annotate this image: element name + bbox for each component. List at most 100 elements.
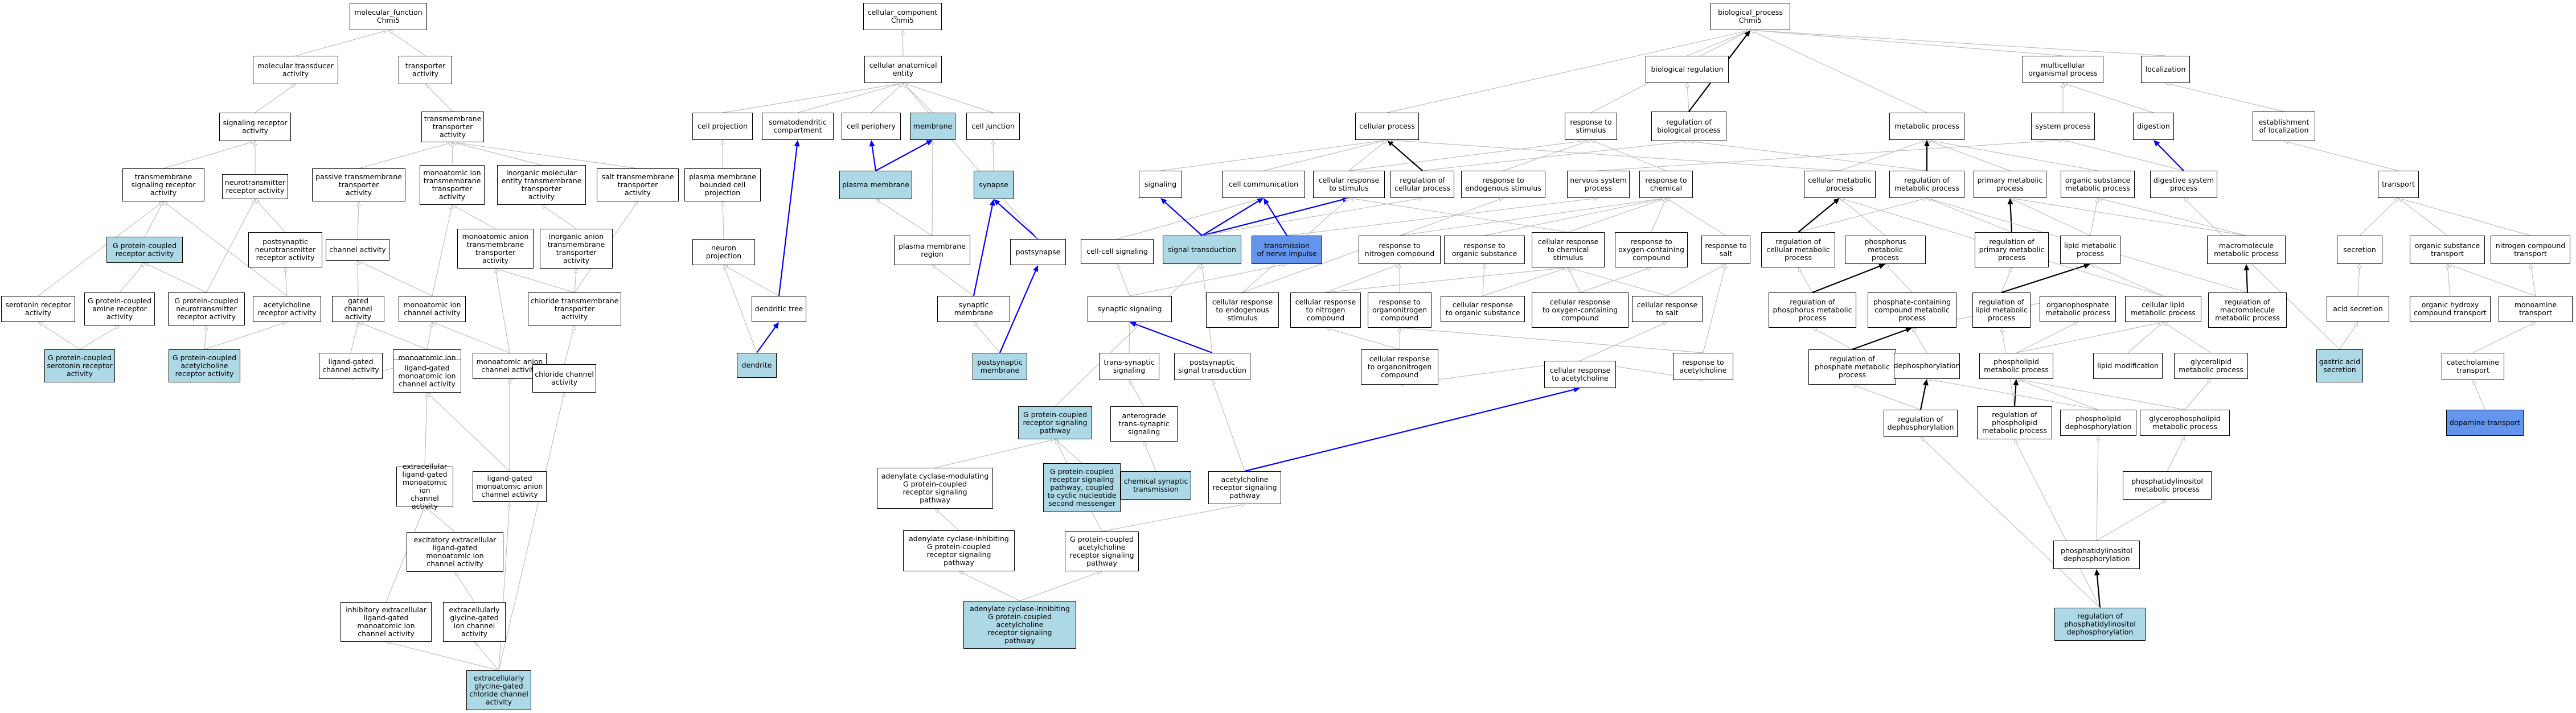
node-acid-secretion[interactable]: acid secretion <box>2327 296 2389 322</box>
node-dephosphorylation[interactable]: dephosphorylation <box>1894 353 1960 379</box>
node-regulation-of-lipid-metabolic-process[interactable]: regulation of lipid metabolic process <box>1972 292 2031 328</box>
node-regulation-of-phospholipid-metabolic-process[interactable]: regulation of phospholipid metabolic pro… <box>1977 406 2052 439</box>
node-response-to-endogenous-stimulus[interactable]: response to endogenous stimulus <box>1461 171 1545 198</box>
node-phospholipid-metabolic-process[interactable]: phospholipid metabolic process <box>1979 353 2053 379</box>
node-g-protein-coupled-amine-receptor-activity[interactable]: G protein-coupled amine receptor activit… <box>84 292 155 325</box>
node-monoamine-transport[interactable]: monoamine transport <box>2499 296 2573 322</box>
node-neuron-projection[interactable]: neuron projection <box>692 239 755 265</box>
node-response-to-organic-substance[interactable]: response to organic substance <box>1444 236 1525 264</box>
node-excitatory-extracellular-ligand-gated-channel-activity[interactable]: excitatory extracellular ligand-gated mo… <box>407 532 503 572</box>
node-catecholamine-transport[interactable]: catecholamine transport <box>2442 353 2504 380</box>
node-metabolic-process[interactable]: metabolic process <box>1889 113 1964 140</box>
node-extracellular-ligand-gated-monoatomic-ion-channel-activity[interactable]: extracellular ligand-gated monoatomic io… <box>396 463 453 510</box>
node-phosphatidylinositol-metabolic-process[interactable]: phosphatidylinositol metabolic process <box>2123 471 2212 500</box>
node-cell-projection[interactable]: cell projection <box>692 113 753 140</box>
node-g-protein-coupled-neurotransmitter-receptor-activity[interactable]: G protein-coupled neurotransmitter recep… <box>168 292 245 325</box>
node-ligand-gated-monoatomic-ion-channel-activity[interactable]: ligand-gated monoatomic ion channel acti… <box>393 360 461 393</box>
node-synapse[interactable]: synapse <box>974 171 1014 199</box>
node-response-to-acetylcholine[interactable]: response to acetylcholine <box>1673 353 1733 380</box>
node-transmission-of-nerve-impulse[interactable]: transmission of nerve impulse <box>1252 236 1322 264</box>
node-cell-junction[interactable]: cell junction <box>966 113 1020 140</box>
node-localization[interactable]: localization <box>2141 56 2190 83</box>
node-adenylate-cyclase-inhibiting-gpcr-acetylcholine-signaling-pathway[interactable]: adenylate cyclase-inhibiting G protein-c… <box>963 601 1076 649</box>
node-cellular-component[interactable]: cellular_component Chmi5 <box>863 3 942 30</box>
node-regulation-of-phosphate-metabolic-process[interactable]: regulation of phosphate metabolic proces… <box>1808 349 1896 385</box>
node-g-protein-coupled-receptor-activity[interactable]: G protein-coupled receptor activity <box>106 237 183 263</box>
node-cellular-response-to-stimulus[interactable]: cellular response to stimulus <box>1313 171 1385 198</box>
node-cellular-response-to-chemical-stimulus[interactable]: cellular response to chemical stimulus <box>1532 232 1605 267</box>
node-glycerolipid-metabolic-process[interactable]: glycerolipid metabolic process <box>2174 353 2248 379</box>
node-dendrite[interactable]: dendrite <box>737 353 777 378</box>
node-multicellular-organismal-process[interactable]: multicellular organismal process <box>2023 56 2103 83</box>
node-lipid-metabolic-process[interactable]: lipid metabolic process <box>2060 236 2120 264</box>
node-adenylate-cyclase-modulating-gpcr-signaling-pathway[interactable]: adenylate cyclase-modulating G protein-c… <box>877 468 993 509</box>
node-extracellularly-glycine-gated-chloride-channel-activity[interactable]: extracellularly glycine-gated chloride c… <box>466 670 531 710</box>
node-macromolecule-metabolic-process[interactable]: macromolecule metabolic process <box>2207 236 2286 264</box>
node-gastric-acid-secretion[interactable]: gastric acid secretion <box>2316 349 2363 382</box>
node-digestion[interactable]: digestion <box>2133 113 2174 140</box>
node-nitrogen-compound-transport[interactable]: nitrogen compound transport <box>2491 236 2570 264</box>
node-regulation-of-phosphatidylinositol-dephosphorylation[interactable]: regulation of phosphatidylinositol depho… <box>2054 608 2146 641</box>
node-lipid-modification[interactable]: lipid modification <box>2093 353 2163 379</box>
node-response-to-nitrogen-compound[interactable]: response to nitrogen compound <box>1359 236 1441 264</box>
node-synaptic-signaling[interactable]: synaptic signaling <box>1088 296 1172 322</box>
node-signal-transduction[interactable]: signal transduction <box>1163 236 1241 264</box>
node-passive-transmembrane-transporter-activity[interactable]: passive transmembrane transporter activi… <box>312 168 405 201</box>
node-regulation-of-dephosphorylation[interactable]: regulation of dephosphorylation <box>1884 410 1958 437</box>
node-inhibitory-extracellular-ligand-gated-channel-activity[interactable]: inhibitory extracellular ligand-gated mo… <box>341 602 432 642</box>
node-regulation-of-cellular-metabolic-process[interactable]: regulation of cellular metabolic process <box>1761 232 1835 267</box>
node-monoatomic-ion-channel-activity[interactable]: monoatomic ion channel activity <box>399 296 466 322</box>
node-synaptic-membrane[interactable]: synaptic membrane <box>937 296 1010 322</box>
node-chloride-transmembrane-transporter-activity[interactable]: chloride transmembrane transporter activ… <box>528 292 621 325</box>
node-plasma-membrane[interactable]: plasma membrane <box>839 171 912 199</box>
node-organophosphate-metabolic-process[interactable]: organophosphate metabolic process <box>2040 296 2116 322</box>
node-trans-synaptic-signaling[interactable]: trans-synaptic signaling <box>1099 353 1159 380</box>
node-glycerophospholipid-metabolic-process[interactable]: glycerophospholipid metabolic process <box>2140 410 2230 436</box>
node-cell-periphery[interactable]: cell periphery <box>842 113 901 140</box>
node-secretion[interactable]: secretion <box>2337 236 2382 264</box>
node-molecular-transducer-activity[interactable]: molecular transducer activity <box>253 56 338 84</box>
node-response-to-organonitrogen-compound[interactable]: response to organonitrogen compound <box>1368 292 1431 328</box>
node-ligand-gated-monoatomic-anion-channel-activity[interactable]: ligand-gated monoatomic anion channel ac… <box>473 471 547 502</box>
node-cell-communication[interactable]: cell communication <box>1222 171 1305 198</box>
node-g-protein-coupled-receptor-signaling-pathway[interactable]: G protein-coupled receptor signaling pat… <box>1018 406 1092 439</box>
node-dendritic-tree[interactable]: dendritic tree <box>752 296 806 322</box>
node-g-protein-coupled-acetylcholine-receptor-signaling-pathway[interactable]: G protein-coupled acetylcholine receptor… <box>1065 531 1139 571</box>
node-monoatomic-ion-transmembrane-transporter-activity[interactable]: monoatomic ion transmembrane transporter… <box>420 165 485 205</box>
node-regulation-of-phosphorus-metabolic-process[interactable]: regulation of phosphorus metabolic proce… <box>1769 292 1856 328</box>
node-signaling-receptor-activity[interactable]: signaling receptor activity <box>219 113 291 141</box>
node-inorganic-anion-transmembrane-transporter-activity[interactable]: inorganic anion transmembrane transporte… <box>540 229 613 269</box>
node-phospholipid-dephosphorylation[interactable]: phospholipid dephosphorylation <box>2060 410 2136 436</box>
node-somatodendritic-compartment[interactable]: somatodendritic compartment <box>762 113 834 140</box>
node-adenylate-cyclase-inhibiting-gpcr-signaling-pathway[interactable]: adenylate cyclase-inhibiting G protein-c… <box>903 530 1015 571</box>
node-biological-process[interactable]: biological_process Chmi5 <box>1711 3 1790 30</box>
node-acetylcholine-receptor-activity[interactable]: acetylcholine receptor activity <box>253 296 321 322</box>
node-cellular-response-to-acetylcholine[interactable]: cellular response to acetylcholine <box>1544 361 1616 388</box>
node-signaling[interactable]: signaling <box>1139 171 1182 198</box>
node-postsynaptic-signal-transduction[interactable]: postsynaptic signal transduction <box>1174 353 1250 380</box>
node-neurotransmitter-receptor-activity[interactable]: neurotransmitter receptor activity <box>222 174 288 199</box>
node-ligand-gated-channel-activity[interactable]: ligand-gated channel activity <box>319 353 383 379</box>
node-monoatomic-anion-transmembrane-transporter-activity[interactable]: monoatomic anion transmembrane transport… <box>457 229 534 269</box>
node-plasma-membrane-region[interactable]: plasma membrane region <box>894 236 970 265</box>
node-nervous-system-process[interactable]: nervous system process <box>1567 171 1630 198</box>
node-establishment-of-localization[interactable]: establishment of localization <box>2253 112 2315 141</box>
node-cellular-process[interactable]: cellular process <box>1355 113 1419 140</box>
node-phosphorus-metabolic-process[interactable]: phosphorus metabolic process <box>1845 236 1926 264</box>
node-anterograde-trans-synaptic-signaling[interactable]: anterograde trans-synaptic signaling <box>1110 406 1178 442</box>
node-gated-channel-activity[interactable]: gated channel activity <box>332 296 384 322</box>
node-cellular-response-to-organonitrogen-compound[interactable]: cellular response to organonitrogen comp… <box>1361 349 1438 385</box>
node-cellular-metabolic-process[interactable]: cellular metabolic process <box>1804 171 1876 198</box>
node-regulation-of-metabolic-process[interactable]: regulation of metabolic process <box>1889 171 1964 198</box>
node-dopamine-transport[interactable]: dopamine transport <box>2446 410 2524 436</box>
node-cellular-response-to-salt[interactable]: cellular response to salt <box>1632 296 1703 322</box>
node-system-process[interactable]: system process <box>2031 113 2095 140</box>
node-acetylcholine-receptor-signaling-pathway[interactable]: acetylcholine receptor signaling pathway <box>1208 471 1281 504</box>
node-phosphatidylinositol-dephosphorylation[interactable]: phosphatidylinositol dephosphorylation <box>2053 541 2140 569</box>
node-gpcr-signaling-coupled-to-cyclic-nucleotide-second-messenger[interactable]: G protein-coupled receptor signaling pat… <box>1043 463 1121 512</box>
node-membrane[interactable]: membrane <box>910 113 955 140</box>
node-g-protein-coupled-acetylcholine-receptor-activity[interactable]: G protein-coupled acetylcholine receptor… <box>169 349 240 382</box>
node-phosphate-containing-compound-metabolic-process[interactable]: phosphate-containing compound metabolic … <box>1868 292 1956 328</box>
node-transmembrane-transporter-activity[interactable]: transmembrane transporter activity <box>421 112 484 142</box>
node-cell-cell-signaling[interactable]: cell-cell signaling <box>1081 239 1154 264</box>
